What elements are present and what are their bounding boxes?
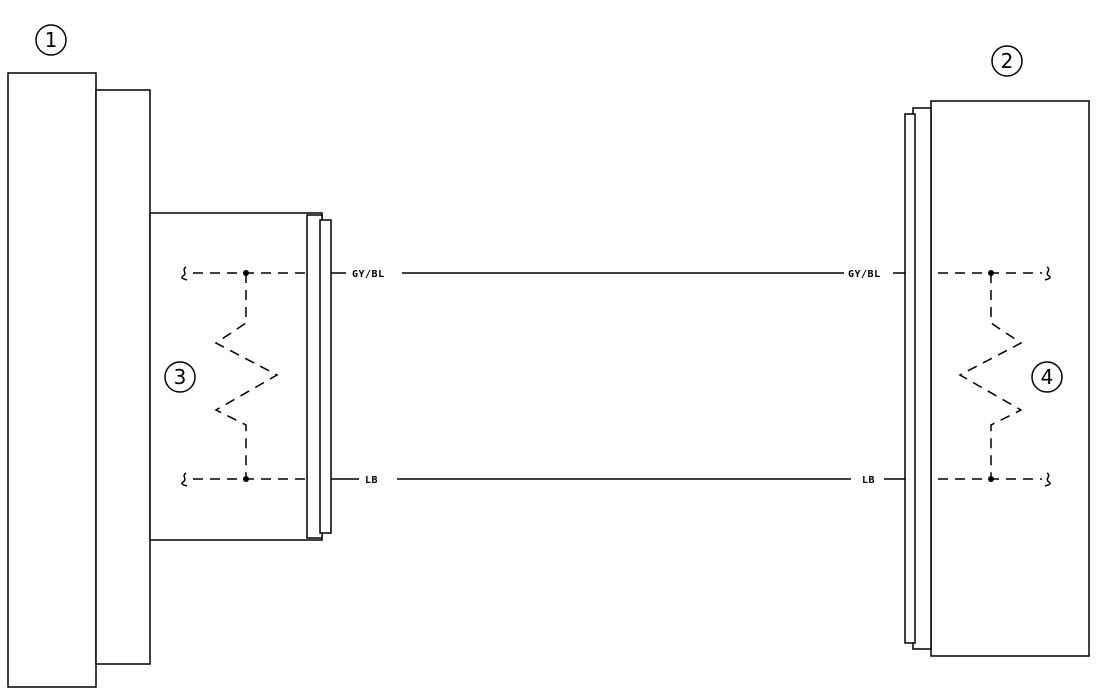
left-wire-break-icon-top <box>181 266 188 281</box>
left-resistor-icon <box>214 273 279 479</box>
wire-label-top-left: GY/BL <box>352 269 385 280</box>
right-internal-circuit <box>938 266 1051 487</box>
left-component-body <box>7 72 97 688</box>
wire-label-bottom-left: LB <box>365 475 378 486</box>
callout-4: 4 <box>1031 361 1063 393</box>
right-wire-break-icon-bottom <box>1044 472 1051 487</box>
right-resistor-icon <box>958 273 1023 479</box>
callout-1-circle <box>35 24 67 56</box>
left-component <box>7 72 332 688</box>
harness-wires <box>331 272 905 480</box>
wire-label-top-right: GY/BL <box>848 269 881 280</box>
callout-3-circle <box>164 361 196 393</box>
callout-4-circle <box>1031 361 1063 393</box>
wire-label-bottom-right: LB <box>862 475 875 486</box>
right-component-body <box>930 100 1090 657</box>
callout-2: 2 <box>991 45 1023 77</box>
left-connector-plate-inner <box>319 219 332 534</box>
left-component-flange <box>95 89 151 665</box>
callout-3: 3 <box>164 361 196 393</box>
callout-1: 1 <box>35 24 67 56</box>
right-wire-break-icon-top <box>1044 266 1051 281</box>
callout-2-circle <box>991 45 1023 77</box>
callout-2-text: 2 <box>1001 49 1014 73</box>
right-connector-plate-inner <box>904 113 916 644</box>
callout-4-text: 4 <box>1041 365 1054 389</box>
callout-3-text: 3 <box>174 365 187 389</box>
callout-1-text: 1 <box>45 28 58 52</box>
left-wire-break-icon-bottom <box>181 472 188 487</box>
left-internal-circuit <box>181 266 307 487</box>
